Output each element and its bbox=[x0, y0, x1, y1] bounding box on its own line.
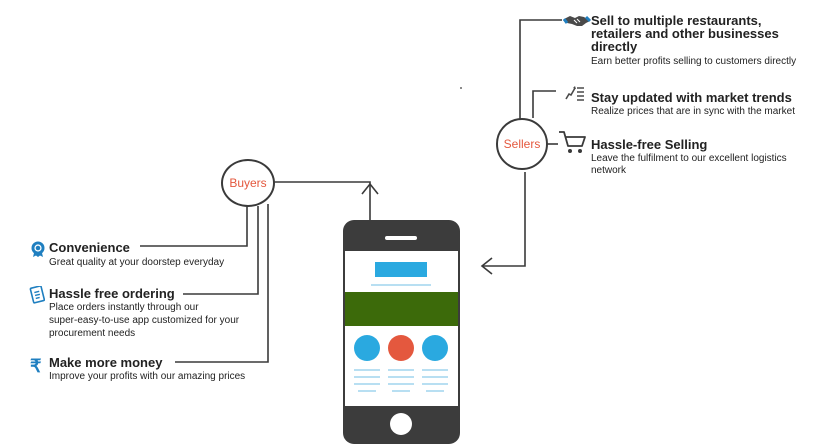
sellers-node: Sellers bbox=[496, 118, 548, 170]
feature-desc-line-2: network bbox=[591, 165, 627, 176]
product-circle-2 bbox=[388, 335, 414, 361]
buyer-feature-money: Make more money Improve your profits wit… bbox=[49, 356, 245, 383]
buyer-feature-ordering: Hassle free ordering Place orders instan… bbox=[49, 287, 239, 340]
buyers-node: Buyers bbox=[221, 159, 275, 207]
feature-desc-line-3: procurement needs bbox=[49, 328, 136, 339]
feature-desc: Improve your profits with our amazing pr… bbox=[49, 371, 246, 382]
seller-feature-market-trends: Stay updated with market trends Realize … bbox=[591, 91, 795, 118]
feature-desc-line-1: Leave the fulfilment to our excellent lo… bbox=[591, 153, 787, 164]
phone-home-button bbox=[390, 413, 412, 435]
phone-screen bbox=[345, 251, 458, 406]
feature-desc: Realize prices that are in sync with the… bbox=[591, 106, 795, 117]
feature-title: Hassle-free Selling bbox=[591, 137, 708, 152]
screen-header-underline bbox=[371, 284, 431, 286]
phone-speaker bbox=[385, 236, 417, 240]
shopping-cart-icon bbox=[557, 129, 587, 160]
feature-title-line-3: directly bbox=[591, 39, 638, 54]
product-circle-3 bbox=[422, 335, 448, 361]
handshake-icon bbox=[562, 14, 592, 33]
buyer-feature-convenience-desc: Great quality at your doorstep everyday bbox=[49, 257, 224, 269]
feature-desc-line-1: Place orders instantly through our bbox=[49, 302, 199, 313]
phone-illustration bbox=[343, 220, 460, 444]
screen-header-bar bbox=[375, 262, 427, 277]
trend-chart-icon bbox=[565, 85, 585, 106]
feature-title: Convenience bbox=[49, 240, 130, 255]
product-text-lines bbox=[354, 369, 454, 403]
feature-desc-line-2: super-easy-to-use app customized for you… bbox=[49, 315, 240, 326]
feature-title-line-2: retailers and other businesses bbox=[591, 26, 779, 41]
buyer-feature-convenience: Convenience bbox=[49, 241, 130, 254]
seller-feature-hassle-free: Hassle-free Selling Leave the fulfilment… bbox=[591, 138, 787, 177]
feature-desc: Great quality at your doorstep everyday bbox=[49, 257, 225, 268]
feature-title-line-1: Sell to multiple restaurants, bbox=[591, 13, 762, 28]
feature-title: Hassle free ordering bbox=[49, 286, 175, 301]
seller-feature-sell-direct: Sell to multiple restaurants, retailers … bbox=[591, 14, 796, 68]
badge-icon bbox=[30, 241, 46, 262]
rupee-icon: ₹ bbox=[30, 356, 42, 376]
feature-title: Make more money bbox=[49, 355, 163, 370]
feature-title: Stay updated with market trends bbox=[591, 90, 792, 105]
sellers-label: Sellers bbox=[503, 137, 541, 151]
product-circle-1 bbox=[354, 335, 380, 361]
order-list-icon bbox=[29, 285, 46, 309]
screen-banner bbox=[345, 292, 458, 326]
feature-desc: Earn better profits selling to customers… bbox=[591, 56, 797, 67]
buyers-label: Buyers bbox=[229, 176, 267, 190]
